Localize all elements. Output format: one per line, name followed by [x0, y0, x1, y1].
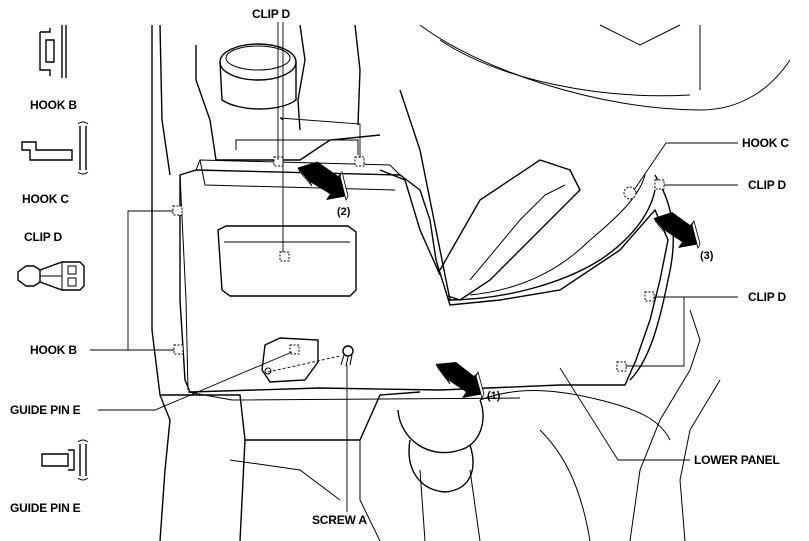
side-panel-edge	[629, 174, 721, 541]
arrow-icon	[297, 161, 349, 202]
guide-pin-e-icon	[41, 439, 89, 481]
step-3-label: (3)	[700, 250, 714, 262]
hook-b-legend-label: HOOK B	[30, 98, 77, 112]
hook-b-icon	[39, 25, 67, 78]
clip-d-legend-label: CLIP D	[24, 230, 62, 244]
arrow-icon	[653, 212, 701, 250]
clip-d-top-label: CLIP D	[252, 7, 290, 21]
arrow-icon	[435, 362, 485, 400]
lower-console	[160, 390, 671, 541]
guide-pin-e-legend-label: GUIDE PIN E	[10, 501, 81, 515]
hook-c-icon	[21, 121, 89, 175]
clip-d-right-label-2: CLIP D	[748, 290, 786, 304]
screw-a	[267, 345, 354, 373]
hook-b-label: HOOK B	[30, 343, 77, 357]
step-2-label: (2)	[337, 206, 351, 218]
lower-panel	[179, 139, 669, 401]
clip-markers	[172, 156, 665, 372]
hook-c-right-label: HOOK C	[742, 136, 789, 150]
clip-d-icon	[17, 261, 85, 291]
hook-c-legend-label: HOOK C	[22, 192, 69, 206]
air-vent	[219, 43, 297, 110]
guide-pin-e-label: GUIDE PIN E	[10, 403, 81, 417]
screw-a-label: SCREW A	[312, 513, 367, 527]
lower-panel-label: LOWER PANEL	[694, 453, 780, 467]
step-1-label: (1)	[487, 390, 501, 402]
clip-d-right-label-1: CLIP D	[748, 178, 786, 192]
leader-lines	[90, 22, 738, 512]
steering-column	[439, 159, 656, 301]
